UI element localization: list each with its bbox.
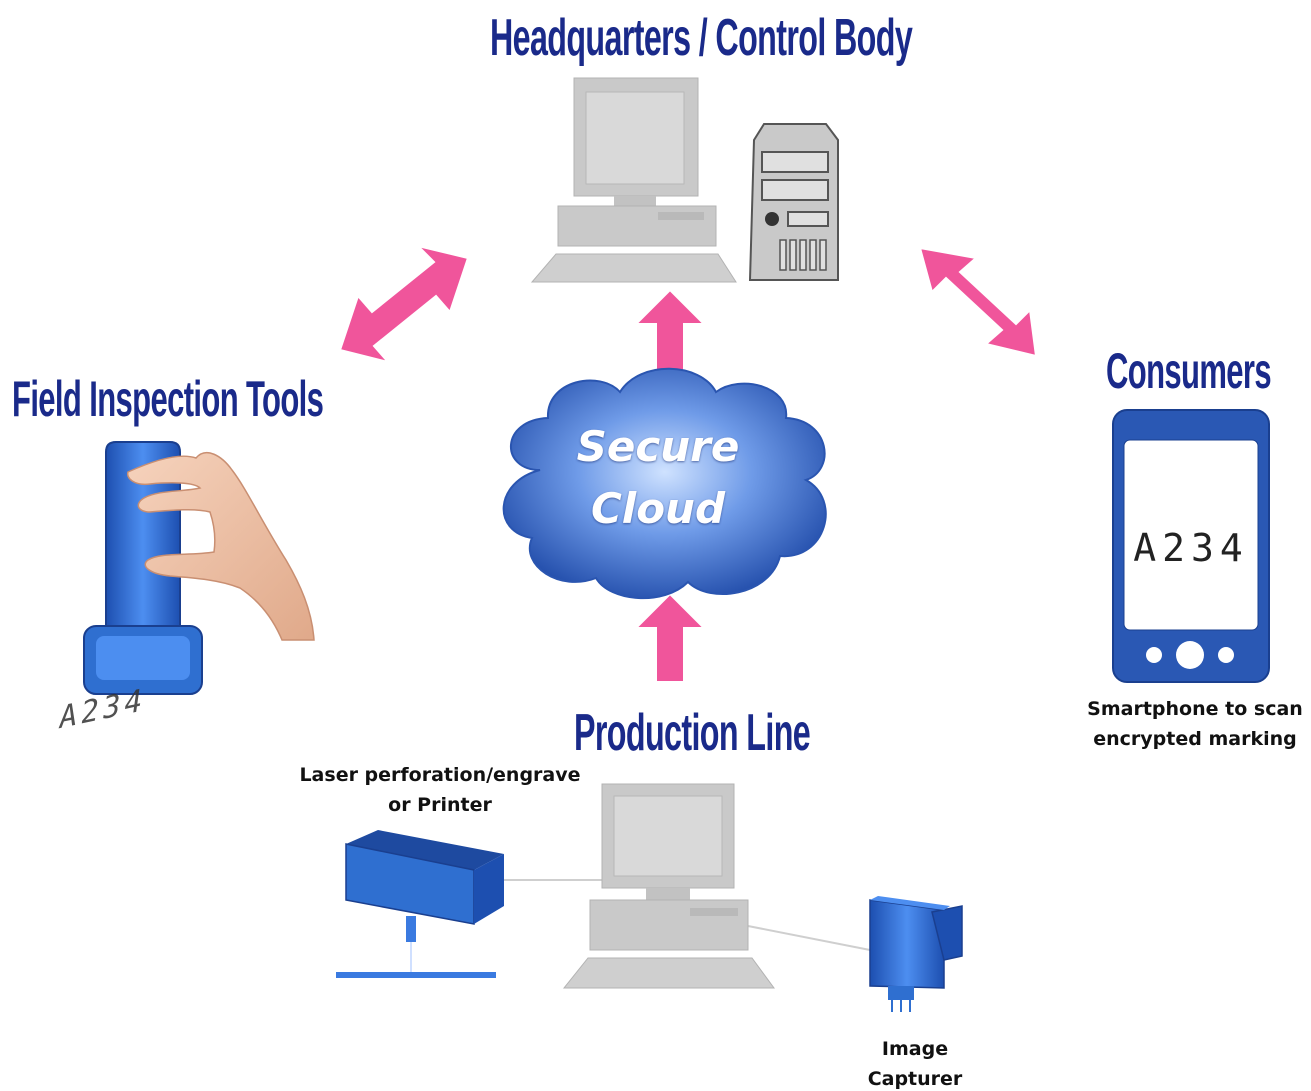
field-tools-title: Field Inspection Tools: [12, 371, 324, 427]
smartphone-icon: [1112, 409, 1270, 683]
hand-icon: [126, 452, 315, 641]
image-caption-line2: Capturer: [867, 1068, 963, 1090]
field-inspection-tool-icon: [83, 441, 203, 695]
cloud-label-line2: Cloud: [590, 484, 726, 533]
production-computer-icon: [562, 783, 775, 989]
arrow-cloud-hq: [633, 288, 707, 375]
headquarters-title: Headquarters / Control Body: [490, 9, 913, 67]
production-line-title: Production Line: [574, 704, 811, 762]
laser-caption: Laser perforation/engrave or Printer: [290, 760, 590, 820]
arrow-hq-consumers: [918, 246, 1038, 358]
arrow-hq-field: [338, 244, 470, 364]
image-capturer-icon: [869, 896, 963, 1012]
image-caption-line1: Image: [881, 1038, 949, 1060]
smartphone-caption-line1: Smartphone to scan: [1087, 698, 1303, 720]
secure-cloud-icon: [502, 367, 827, 600]
cloud-label-line1: Secure: [576, 422, 740, 471]
image-capturer-caption: Image Capturer: [840, 1034, 990, 1091]
smartphone-caption: Smartphone to scan encrypted marking: [1080, 694, 1310, 754]
arrow-production-cloud: [633, 592, 707, 683]
server-tower-icon: [748, 123, 839, 281]
laser-caption-line1: Laser perforation/engrave: [299, 764, 581, 786]
consumers-title: Consumers: [1106, 343, 1272, 399]
laser-caption-line2: or Printer: [388, 794, 492, 816]
laser-engraver-icon: [336, 830, 504, 978]
smartphone-caption-line2: encrypted marking: [1093, 728, 1297, 750]
phone-marking-code: A234: [1133, 526, 1249, 570]
hq-computer-icon: [530, 77, 737, 283]
production-connection-lines: [504, 879, 871, 951]
